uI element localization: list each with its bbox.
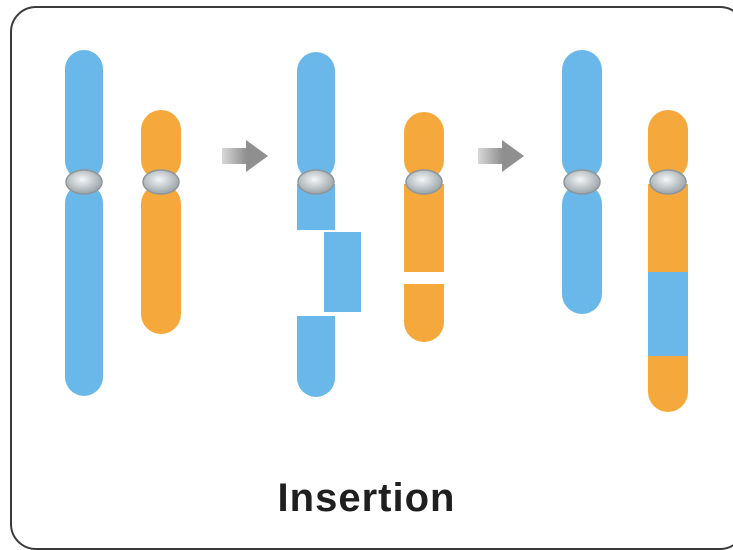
stage-after (562, 50, 688, 412)
centromere-icon (649, 169, 687, 195)
orange-chromosome (141, 110, 181, 334)
excised-segment (324, 232, 361, 312)
stage-before (65, 50, 181, 396)
centromere-icon (405, 169, 443, 195)
orange-chromosome-with-insert (648, 110, 688, 412)
centromere-icon (563, 169, 601, 195)
inserted-segment (648, 272, 688, 356)
orange-chromosome-broken (404, 112, 444, 342)
blue-chromosome-broken (297, 52, 361, 397)
diagram-caption: Insertion (277, 476, 456, 520)
right-arrow-icon (222, 140, 268, 172)
blue-chromosome-shortened (562, 50, 602, 314)
centromere-icon (297, 169, 335, 195)
centromere-icon (142, 169, 180, 195)
blue-chromosome (65, 50, 103, 396)
right-arrow-icon (478, 140, 524, 172)
diagram-frame (10, 6, 733, 550)
stage-break (297, 52, 444, 397)
centromere-icon (65, 169, 103, 195)
